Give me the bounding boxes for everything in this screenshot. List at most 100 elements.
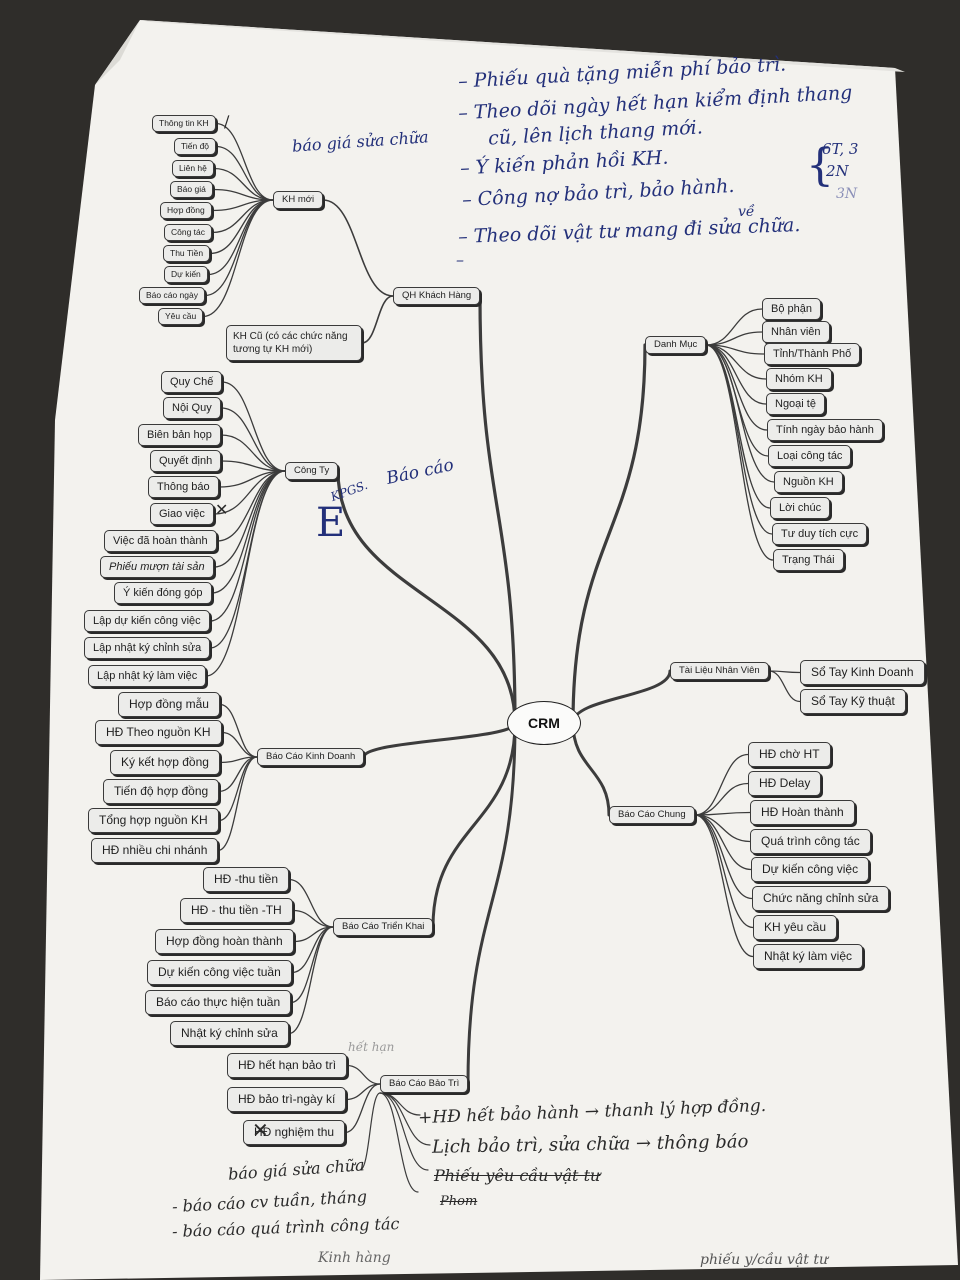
leaf-nhan-vien: Nhân viên bbox=[762, 321, 830, 344]
node-kh-cu: KH Cũ (có các chức năng tương tự KH mới) bbox=[226, 325, 362, 361]
connector-leaf-so-tay-ky-thuat bbox=[768, 670, 801, 703]
leaf-du-kien-cong-viec: Dự kiến công việc bbox=[751, 857, 870, 883]
branch-bao-cao-kinh-doanh: Báo Cáo Kinh Doanh bbox=[257, 748, 365, 767]
note-side-3: 3N bbox=[836, 186, 858, 202]
note-bottom-far-right: phiếu y/cầu vật tư bbox=[700, 1252, 829, 1268]
node-kh-moi: KH mới bbox=[273, 191, 324, 210]
hand-connector-4 bbox=[359, 1092, 381, 1171]
connector-leaf-hd-theo-nguon-kh bbox=[221, 731, 258, 758]
connector-kh-cu bbox=[361, 295, 394, 344]
branch-tai-lieu-nhan-vien: Tài Liệu Nhân Viên bbox=[670, 662, 769, 681]
leaf-hd-het-han-bao-tri: HĐ hết hạn bảo trì bbox=[227, 1053, 348, 1079]
leaf-trang-thai: Trạng Thái bbox=[773, 549, 844, 572]
note-top-7: – bbox=[456, 250, 464, 269]
connector-leaf-quy-che bbox=[221, 381, 286, 472]
connector-leaf-tu-duy-tich-cuc bbox=[705, 344, 773, 535]
leaf-bien-ban-hop: Biên bản họp bbox=[138, 424, 221, 447]
connector-leaf-bao-cao-thuc-hien-tuan bbox=[290, 926, 334, 1004]
leaf-bao-gia: Báo giá bbox=[170, 181, 213, 199]
leaf-hd-bao-tri-ngay-ki: HĐ bảo trì-ngày kí bbox=[227, 1087, 347, 1113]
leaf-hd-thu-tien-th: HĐ - thu tiền -TH bbox=[180, 898, 293, 924]
note-side-1: 6T, 3 bbox=[822, 140, 859, 158]
leaf-yeu-cau: Yêu cầu bbox=[158, 308, 204, 326]
leaf-hd-cho-ht: HĐ chờ HT bbox=[748, 742, 831, 768]
leaf-hd-thu-tien: HĐ -thu tiền bbox=[203, 867, 290, 893]
leaf-du-kien: Dự kiến bbox=[164, 266, 208, 284]
leaf-bao-cao-thuc-hien-tuan: Báo cáo thực hiện tuần bbox=[145, 990, 292, 1016]
connector-leaf-kh-yeu-cau bbox=[694, 814, 754, 929]
connector-leaf-yeu-cau bbox=[202, 199, 274, 318]
connector-n-congty bbox=[336, 469, 517, 725]
connector-leaf-hd-nhieu-chi-nhanh bbox=[217, 756, 258, 852]
leaf-tong-hop-nguon-kh: Tổng hợp nguồn KH bbox=[88, 808, 219, 834]
connector-n-tlnv bbox=[571, 669, 672, 725]
leaf-noi-quy: Nội Quy bbox=[163, 397, 221, 420]
note-side-2: 2N bbox=[826, 162, 849, 180]
connector-leaf-bo-phan bbox=[705, 308, 763, 346]
connector-leaf-nhat-ky-chinh-sua bbox=[288, 926, 334, 1035]
connector-leaf-hd-nghiem-thu bbox=[344, 1083, 381, 1134]
leaf-lap-du-kien-cong-viec: Lập dự kiến công việc bbox=[84, 610, 210, 633]
connector-leaf-hop-dong-mau bbox=[219, 703, 258, 758]
strike-x-icon: ✕ bbox=[252, 1118, 269, 1142]
leaf-ky-ket-hop-dong: Ký kết hợp đồng bbox=[110, 750, 220, 776]
leaf-tinh-ngay-bao-hanh: Tính ngày bảo hành bbox=[767, 419, 883, 442]
connector-leaf-bao-cao-ngay bbox=[204, 199, 274, 297]
leaf-tinh-thanh-pho: Tỉnh/Thành Phố bbox=[764, 343, 861, 366]
note-top-ve: về bbox=[738, 204, 755, 220]
note-bottom-right-3: Phiếu yêu cầu vật tư bbox=[434, 1166, 601, 1185]
branch-danh-muc: Danh Mục bbox=[645, 336, 707, 355]
connector-leaf-noi-quy bbox=[220, 407, 286, 472]
connector-leaf-hd-thu-tien-th bbox=[292, 909, 334, 928]
leaf-hd-hoan-thanh: HĐ Hoàn thành bbox=[750, 800, 855, 826]
leaf-tien-do-hop-dong: Tiến độ hợp đồng bbox=[103, 779, 220, 805]
leaf-hd-theo-nguon-kh: HĐ Theo nguồn KH bbox=[95, 720, 222, 746]
leaf-tien-do: Tiến độ bbox=[174, 138, 217, 156]
hand-connector-2 bbox=[379, 1092, 429, 1171]
leaf-cong-tac: Công tác bbox=[164, 224, 213, 242]
note-faint: hết hạn bbox=[348, 1040, 395, 1054]
leaf-quyet-dinh: Quyết định bbox=[150, 450, 222, 473]
center-label: CRM bbox=[528, 715, 560, 731]
leaf-chuc-nang-chinh-sua: Chức năng chỉnh sửa bbox=[752, 886, 890, 912]
leaf-bo-phan: Bộ phận bbox=[762, 298, 821, 321]
note-bottom-right-4: Phom bbox=[440, 1194, 478, 1209]
connector-leaf-du-kien-cong-viec-tuan bbox=[291, 926, 334, 974]
connector-leaf-hd-het-han-bao-tri bbox=[346, 1064, 381, 1085]
cross-mark-icon: ✕ bbox=[215, 500, 229, 519]
leaf-lien-he: Liên hệ bbox=[172, 160, 214, 178]
leaf-nhom-kh: Nhóm KH bbox=[766, 368, 832, 391]
leaf-tu-duy-tich-cuc: Tư duy tích cực bbox=[772, 523, 868, 546]
leaf-so-tay-ky-thuat: Sổ Tay Kỹ thuật bbox=[800, 689, 906, 715]
leaf-so-tay-kinh-doanh: Sổ Tay Kinh Doanh bbox=[800, 660, 925, 686]
connector-leaf-tong-hop-nguon-kh bbox=[218, 756, 258, 822]
connector-leaf-lap-nhat-ky-lam-viec bbox=[205, 470, 286, 677]
connector-leaf-nhom-kh bbox=[705, 344, 767, 380]
connector-n-dm bbox=[571, 343, 647, 725]
connector-leaf-nhat-ky-lam-viec bbox=[694, 814, 754, 958]
connector-leaf-giao-viec bbox=[213, 470, 286, 515]
connector-leaf-hd-cho-ht bbox=[694, 753, 749, 816]
leaf-giao-viec: Giao việc bbox=[150, 503, 214, 526]
connector-leaf-du-kien bbox=[207, 199, 274, 276]
connector-n-bctk bbox=[431, 721, 517, 929]
branch-cong-ty: Công Ty bbox=[285, 462, 339, 481]
leaf-du-kien-cong-viec-tuan: Dự kiến công việc tuần bbox=[147, 960, 292, 986]
leaf-thong-bao: Thông báo bbox=[148, 476, 219, 499]
leaf-nhat-ky-chinh-sua: Nhật ký chỉnh sửa bbox=[170, 1021, 289, 1047]
note-brace-icon: { bbox=[806, 140, 834, 191]
leaf-loai-cong-tac: Loại công tác bbox=[768, 445, 852, 468]
note-bracket: E bbox=[316, 500, 346, 546]
leaf-quy-che: Quy Chế bbox=[161, 371, 223, 394]
leaf-hop-dong-mau: Hợp đồng mẫu bbox=[118, 692, 220, 718]
connector-n-bcbt bbox=[466, 721, 517, 1086]
leaf-kh-yeu-cau: KH yêu cầu bbox=[753, 915, 838, 941]
leaf-nhat-ky-lam-viec: Nhật ký làm việc bbox=[753, 944, 864, 970]
leaf-ngoai-te: Ngoại tệ bbox=[766, 393, 825, 416]
center-node-crm: CRM bbox=[507, 701, 581, 745]
connector-leaf-lap-nhat-ky-chinh-sua bbox=[209, 470, 286, 649]
connector-kh-moi bbox=[322, 199, 394, 297]
connector-leaf-du-kien-cong-viec bbox=[694, 814, 752, 871]
tick-mark-icon: ∕ bbox=[224, 112, 230, 131]
